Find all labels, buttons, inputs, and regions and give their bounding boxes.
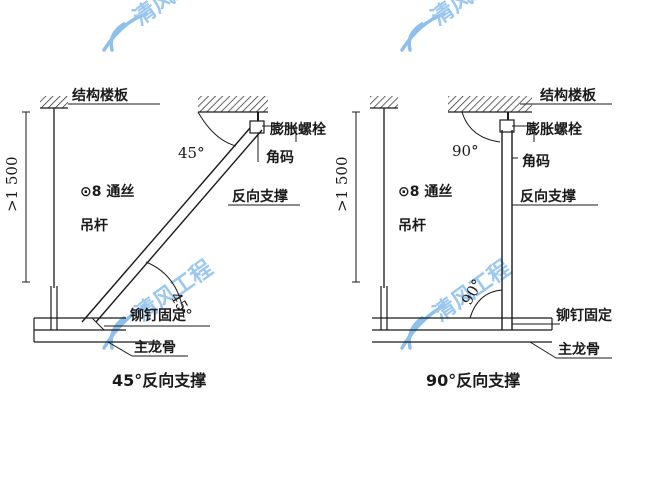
keel-label: 主龙骨 <box>558 341 600 358</box>
diagram-90-degree: 结构楼板 >1 500 ⊙8 通丝 吊杆 膨胀螺栓 角码 反向支撑 90° 90… <box>333 87 612 390</box>
svg-text:清风工程: 清风工程 <box>129 0 216 31</box>
rod-label-line2: 吊杆 <box>398 217 426 234</box>
slab-hatch-left <box>370 96 398 108</box>
slab-label: 结构楼板 <box>540 87 597 104</box>
angle-arc-bottom <box>469 289 503 319</box>
brace-label: 反向支撑 <box>520 188 576 205</box>
slab-hatch-left <box>40 96 68 108</box>
keel-label: 主龙骨 <box>134 339 176 356</box>
watermark-middle-left: 清风工程 <box>102 255 218 350</box>
caption-45: 45°反向支撑 <box>112 371 206 390</box>
watermark-logo-icon <box>102 304 148 350</box>
slab-hatch-right <box>198 96 268 112</box>
rod-label-line1: ⊙8 通丝 <box>80 183 134 200</box>
watermark-logo-icon <box>400 12 446 52</box>
angle-arc-bottom <box>145 261 185 319</box>
watermark-logo-icon <box>102 12 148 52</box>
corner-bracket <box>249 120 265 134</box>
watermark-middle-right: 清风工程 <box>400 255 516 350</box>
angle-label-top: 90° <box>452 142 479 160</box>
watermark-logo-icon <box>400 304 446 350</box>
watermark-top-right: 清风工程 <box>400 0 514 52</box>
diagonal-brace <box>81 127 251 323</box>
dimension-label: >1 500 <box>3 156 21 212</box>
angle-arc-top <box>197 111 237 147</box>
angle-arc-top <box>461 111 501 143</box>
brace-label: 反向支撑 <box>232 188 288 205</box>
rod-label-line2: 吊杆 <box>80 217 108 234</box>
rivet-label: 铆钉固定 <box>556 307 612 324</box>
bolt-label: 膨胀螺栓 <box>526 121 582 138</box>
slab-hatch-right <box>448 96 532 112</box>
diagram-45-degree: 结构楼板 >1 500 ⊙8 通丝 吊杆 膨胀螺栓 角码 反向支撑 45° <box>3 87 326 390</box>
corner-label: 角码 <box>266 149 294 166</box>
svg-text:清风工程: 清风工程 <box>427 0 514 31</box>
rod-label-line1: ⊙8 通丝 <box>398 183 452 200</box>
watermark-top-left: 清风工程 <box>102 0 216 52</box>
caption-90: 90°反向支撑 <box>426 371 520 390</box>
slab-label: 结构楼板 <box>72 87 129 104</box>
angle-label-top: 45° <box>178 144 205 162</box>
rivet-label: 铆钉固定 <box>130 307 186 324</box>
corner-label: 角码 <box>522 153 550 170</box>
bolt-label: 膨胀螺栓 <box>270 121 326 138</box>
dimension-label: >1 500 <box>333 156 351 212</box>
